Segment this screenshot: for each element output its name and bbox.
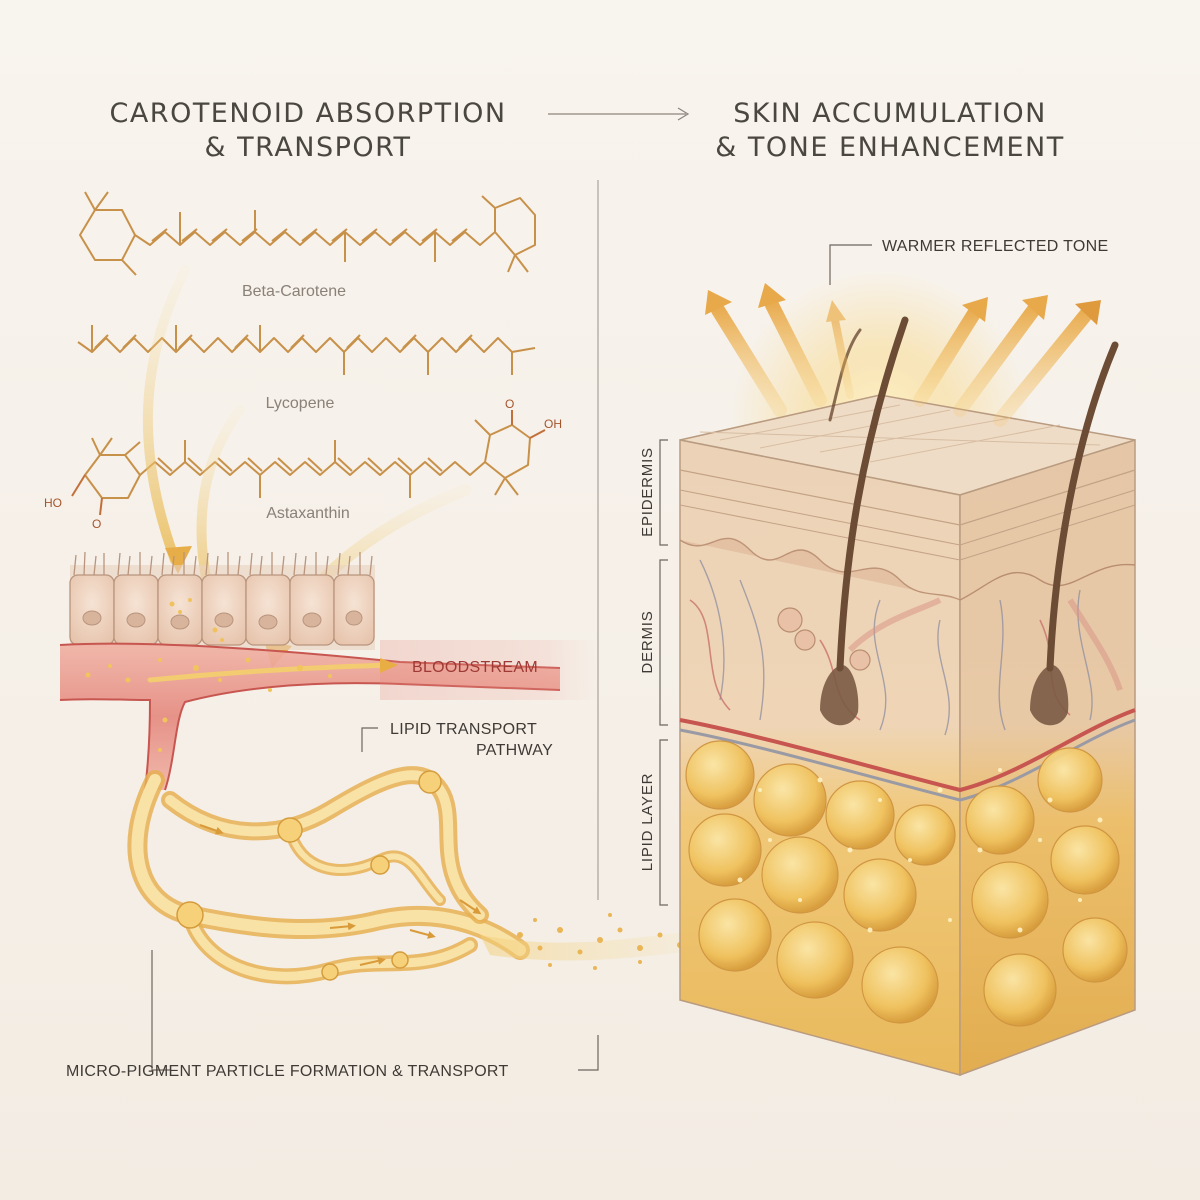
layer-brackets — [659, 439, 668, 906]
micro-pigment-label: MICRO-PIGMENT PARTICLE FORMATION & TRANS… — [66, 1063, 509, 1080]
reflected-tone-rays — [705, 283, 1101, 427]
left-title-line2: & TRANSPORT — [205, 132, 412, 163]
micro-pigment-leader-left — [151, 950, 170, 1071]
skin-cross-section — [679, 270, 1136, 1077]
lipid-transport-label-line2: PATHWAY — [476, 742, 553, 759]
astaxanthin-oxygen-left: O — [92, 517, 101, 531]
lipid-transport-network — [127, 766, 700, 985]
warmer-tone-label: WARMER REFLECTED TONE — [882, 238, 1108, 255]
epidermis-label: EPIDERMIS — [639, 447, 656, 537]
bloodstream-label: BLOODSTREAM — [412, 659, 538, 676]
astaxanthin-structure: O HO O OH — [44, 397, 562, 531]
warmer-tone-leader — [829, 244, 872, 285]
micro-pigment-leader-right — [578, 1035, 599, 1071]
beta-carotene-label: Beta-Carotene — [242, 283, 346, 300]
astaxanthin-label: Astaxanthin — [266, 505, 350, 522]
lycopene-label: Lycopene — [266, 395, 335, 412]
left-title-line1: CAROTENOID ABSORPTION — [109, 98, 506, 129]
lipid-transport-label-line1: LIPID TRANSPORT — [390, 721, 537, 738]
lipid-transport-leader — [361, 727, 378, 752]
title-arrow — [548, 107, 690, 121]
astaxanthin-hydroxyl-left: HO — [44, 496, 62, 510]
lipid-layer-label: LIPID LAYER — [639, 773, 656, 872]
bloodstream-vessel — [59, 640, 600, 791]
astaxanthin-hydroxyl-right: OH — [544, 417, 562, 431]
intestinal-epithelium — [69, 551, 375, 650]
astaxanthin-oxygen-right: O — [505, 397, 514, 411]
right-title-line2: & TONE ENHANCEMENT — [715, 132, 1064, 163]
right-title-line1: SKIN ACCUMULATION — [733, 98, 1047, 129]
dermis-label: DERMIS — [639, 610, 656, 673]
beta-carotene-structure — [79, 191, 536, 276]
